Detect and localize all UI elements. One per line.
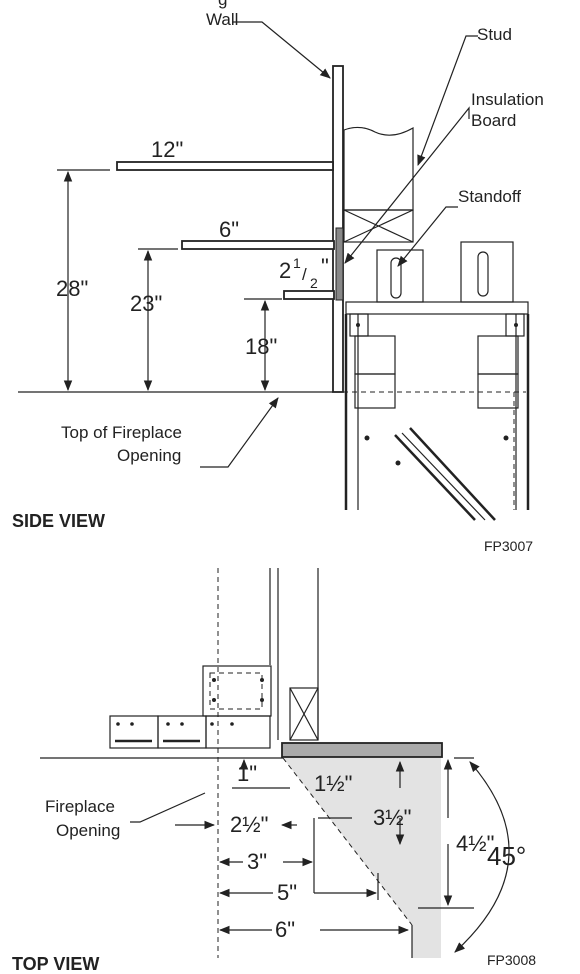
side-view: g Wall Stud Insulation Board Standoff 12… [12,0,544,554]
standoff-left [376,249,424,303]
clearance-diagonal [282,757,413,926]
stud-label: Stud [477,25,512,44]
top-opening-label-line2: Opening [117,446,181,465]
dim-6in-label: 6" [275,917,295,942]
standoff-label: Standoff [458,187,521,206]
top-view: 1" 1½" 3½" 4½" 2½" 3" 5" 6" 45° Fireplac… [12,568,536,974]
svg-text:/: / [302,265,307,284]
standoff-right [460,241,514,303]
mantel-leg [281,742,443,758]
top-view-fig-code: FP3008 [487,952,536,968]
stud-block [343,209,414,243]
angle-arc [454,761,510,953]
clearance-zone [283,758,441,958]
svg-text:2: 2 [279,258,291,283]
fireplace-frame [343,241,530,521]
shelf-6in [181,240,335,250]
dim-2-5in-label: 2½" [230,812,268,837]
dim-3in-label: 3" [247,849,267,874]
svg-text:": " [321,254,329,279]
insulation-label-line1: Insulation [471,90,544,109]
dim-23-label: 23" [130,291,162,316]
side-view-title: SIDE VIEW [12,511,105,531]
side-view-fig-code: FP3007 [484,538,533,554]
shelf-6in-label: 6" [219,217,239,242]
shelf-2-5in-label: 2 1 / 2 " [279,254,329,291]
insulation-label-line2: Board [471,111,516,130]
svg-text:1: 1 [293,255,301,271]
dim-28-label: 28" [56,276,88,301]
top-stud [289,687,319,741]
svg-text:2: 2 [310,275,318,291]
dim-1in-label: 1" [237,761,257,786]
fireplace-opening-label-line2: Opening [56,821,120,840]
firebox-brackets [109,665,272,749]
dim-3-5in-label: 3½" [373,805,411,830]
shelf-12in [116,161,334,171]
dim-18-label: 18" [245,334,277,359]
wall-label-partial: g [218,0,227,9]
shelf-2-5in [283,290,335,300]
stud [343,126,414,211]
wall-label: Wall [206,10,238,29]
fireplace-opening-label-line1: Fireplace [45,797,115,816]
top-view-title: TOP VIEW [12,954,99,974]
insulation-board [335,227,344,301]
angle-45-label: 45° [487,841,526,871]
dim-4-5in-label: 4½" [456,831,494,856]
dim-1-5in-label: 1½" [314,771,352,796]
shelf-12in-label: 12" [151,137,183,162]
dim-5in-label: 5" [277,880,297,905]
top-opening-label-line1: Top of Fireplace [61,423,182,442]
